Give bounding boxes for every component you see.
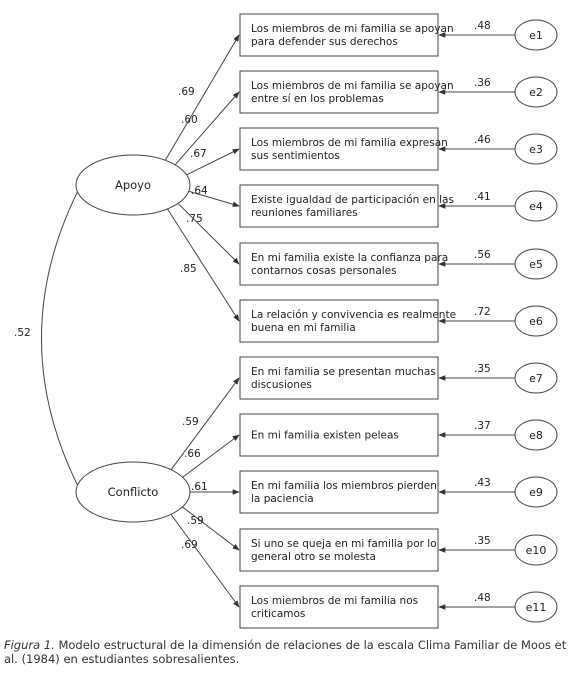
item-text-line: Si uno se queja en mi familia por lo [251,538,437,550]
item-text-line: Existe igualdad de participación en las [251,194,454,206]
item-text-line: Los miembros de mi familia se apoyan [251,80,454,92]
item-box [239,413,439,457]
loading-arrow [169,512,240,608]
error-value: .36 [474,77,491,89]
error-value: .37 [474,420,491,432]
error-label: e4 [529,200,543,213]
error-label: e9 [529,486,543,499]
figure-caption: Figura 1. Modelo estructural de la dimen… [4,638,576,666]
error-value: .41 [474,191,491,203]
item-box [239,299,439,343]
factor-correlation-value: .52 [14,327,31,339]
loading-value: .85 [180,263,197,275]
loading-arrow [173,91,240,167]
error-label: e3 [529,143,543,156]
item-box [239,585,439,629]
error-value: .35 [474,535,491,547]
item-text-line: En mi familia se presentan muchas [251,366,436,378]
item-text-line: Los miembros de mi familia expresan [251,137,448,149]
error-label: e1 [529,29,543,42]
loading-arrow [180,434,240,480]
factor-apoyo-label: Apoyo [115,178,151,192]
item-box [239,13,439,57]
item-text-line: La relación y convivencia es realmente [251,309,456,321]
loading-value: .66 [184,448,201,460]
error-ellipse [514,133,558,165]
error-ellipse [514,248,558,280]
loading-arrow [176,201,240,265]
item-text-line: Los miembros de mi familia nos [251,595,418,607]
loading-value: .64 [191,185,208,197]
error-label: e5 [529,258,543,271]
error-value: .72 [474,306,491,318]
item-text-line: para defender sus derechos [251,36,398,48]
item-text-line: general otro se molesta [251,551,376,563]
error-ellipse [514,19,558,51]
figure-caption-label: Figura 1. [4,638,55,652]
item-box [239,184,439,228]
item-text-line: la paciencia [251,493,314,505]
loading-value: .59 [187,515,204,527]
item-text-line: En mi familia los miembros pierden [251,480,437,492]
loading-arrow [166,207,240,322]
error-label: e7 [529,372,543,385]
error-ellipse [514,76,558,108]
error-ellipse [514,190,558,222]
error-ellipse [514,362,558,394]
item-box [239,242,439,286]
item-box [239,528,439,572]
error-value: .35 [474,363,491,375]
loading-arrow [184,148,240,177]
error-label: e6 [529,315,543,328]
figure-caption-text: Modelo estructural de la dimensión de re… [4,638,567,666]
item-box [239,356,439,400]
item-box [239,127,439,171]
factor-conflicto-label: Conflicto [108,485,159,499]
item-text-line: entre sí en los problemas [251,93,384,105]
item-text-line: sus sentimientos [251,150,340,162]
item-text-line: discusiones [251,379,312,391]
item-text-line: buena en mi familia [251,322,356,334]
loading-value: .59 [182,416,199,428]
item-text-line: Los miembros de mi familia se apoyan [251,23,454,35]
error-label: e11 [526,601,547,614]
factor-conflicto-ellipse [75,461,191,523]
loading-value: .75 [186,213,203,225]
factor-correlation-arrow [41,180,84,497]
loading-value: .61 [191,481,208,493]
loading-value: .67 [190,148,207,160]
error-ellipse [514,591,558,623]
loading-value: .60 [181,114,198,126]
item-text-line: En mi familia existe la confianza para [251,252,448,264]
error-ellipse [514,476,558,508]
loading-arrow [180,505,240,551]
item-box [239,470,439,514]
loading-arrow [169,377,240,472]
error-label: e10 [526,544,547,557]
error-value: .48 [474,592,491,604]
item-text-line: contarnos cosas personales [251,265,397,277]
error-label: e8 [529,429,543,442]
error-ellipse [514,305,558,337]
item-box [239,70,439,114]
item-text-line: reuniones familiares [251,207,358,219]
error-ellipse [514,534,558,566]
error-value: .56 [474,249,491,261]
error-value: .48 [474,20,491,32]
loading-value: .69 [178,86,195,98]
error-label: e2 [529,86,543,99]
factor-apoyo-ellipse [75,154,191,216]
loading-arrow [185,190,240,207]
error-value: .43 [474,477,491,489]
item-text-line: criticamos [251,608,305,620]
loading-value: .69 [181,539,198,551]
error-value: .46 [474,134,491,146]
loading-arrow [164,34,240,163]
item-text-line: En mi familia existen peleas [251,430,399,442]
error-ellipse [514,419,558,451]
